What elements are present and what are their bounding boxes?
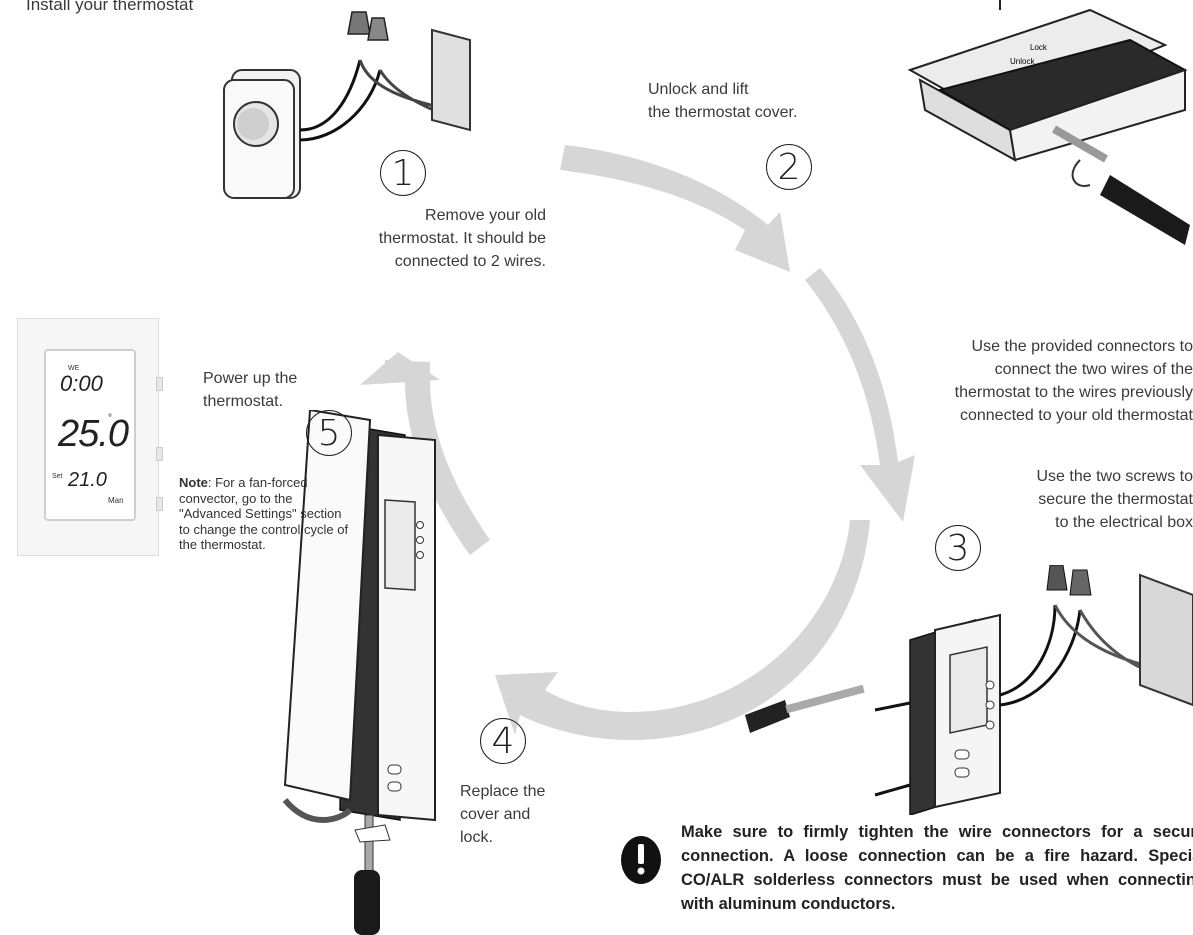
step5-line1: Power up the bbox=[203, 367, 297, 390]
step3-line-b3: to the electrical box bbox=[990, 511, 1193, 534]
step3-line-b1: Use the two screws to bbox=[990, 465, 1193, 488]
step4-line2: cover and bbox=[460, 803, 545, 826]
lift-cover-illustration: Lock Unlock bbox=[900, 0, 1193, 255]
step3-line-a2: connect the two wires of the bbox=[880, 358, 1193, 381]
mount-thermostat-illustration bbox=[745, 565, 1193, 815]
step3-text-a: Use the provided connectors to connect t… bbox=[880, 335, 1193, 427]
step3-line-b2: secure the thermostat bbox=[990, 488, 1193, 511]
step5-line2: thermostat. bbox=[203, 390, 297, 413]
step3-line-a1: Use the provided connectors to bbox=[880, 335, 1193, 358]
note-label: Note bbox=[179, 475, 208, 490]
step4-number: 4 bbox=[480, 718, 526, 764]
step4-text: Replace the cover and lock. bbox=[460, 780, 545, 849]
note-text: Note: For a fan-forced convector, go to … bbox=[179, 475, 354, 553]
lcd-screen: WE 0:00 25.0 ° Set 21.0 Man bbox=[44, 349, 136, 521]
step4-line1: Replace the bbox=[460, 780, 545, 803]
step4-line3: lock. bbox=[460, 826, 545, 849]
step1-number: 1 bbox=[380, 150, 426, 196]
thermostat-display-illustration: WE 0:00 25.0 ° Set 21.0 Man bbox=[17, 318, 159, 556]
arrow-step1-to-2 bbox=[560, 145, 790, 272]
temp-value: 25.0 bbox=[58, 413, 128, 456]
side-button-3 bbox=[156, 497, 163, 511]
step5-text: Power up the thermostat. bbox=[203, 367, 297, 413]
set-temp-value: 21.0 bbox=[68, 469, 107, 492]
time-value: 0:00 bbox=[60, 371, 103, 397]
step2-number: 2 bbox=[766, 144, 812, 190]
step2-line2: the thermostat cover. bbox=[648, 101, 797, 124]
step3-line-a3: thermostat to the wires previously bbox=[880, 381, 1193, 404]
warning-text: Make sure to firmly tighten the wire con… bbox=[681, 820, 1193, 935]
step5-number: 5 bbox=[306, 410, 352, 456]
step1-line3: connected to 2 wires. bbox=[300, 250, 546, 273]
step3-line-a4: connected to your old thermostat bbox=[880, 404, 1193, 427]
step2-text: Unlock and lift the thermostat cover. bbox=[648, 78, 797, 124]
degree-symbol: ° bbox=[108, 413, 112, 424]
step1-line2: thermostat. It should be bbox=[300, 227, 546, 250]
step1-line1: Remove your old bbox=[300, 204, 546, 227]
set-label: Set bbox=[52, 473, 63, 480]
lock-label: Lock bbox=[1030, 43, 1048, 52]
exclamation-icon bbox=[621, 836, 661, 884]
unlock-label: Unlock bbox=[1010, 57, 1035, 66]
mode-label: Man bbox=[108, 496, 124, 505]
side-button-2 bbox=[156, 447, 163, 461]
side-button-1 bbox=[156, 377, 163, 391]
step1-text: Remove your old thermostat. It should be… bbox=[300, 204, 546, 273]
step2-line1: Unlock and lift bbox=[648, 78, 797, 101]
step3-text-b: Use the two screws to secure the thermos… bbox=[990, 465, 1193, 534]
old-thermostat-illustration bbox=[220, 0, 520, 205]
